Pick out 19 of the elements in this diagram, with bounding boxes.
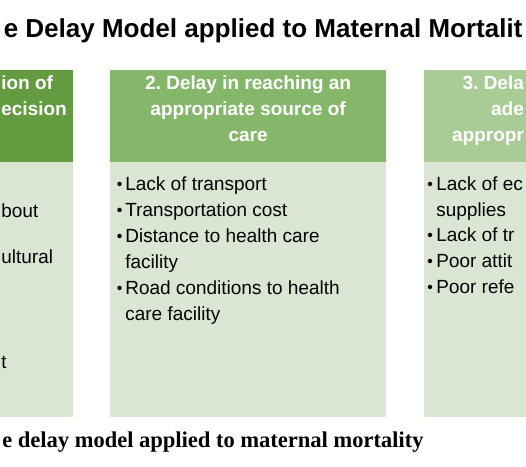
list-item: Lack of tr <box>438 227 514 242</box>
list-item: bout <box>2 203 38 218</box>
column-header: 3. Dela ade appropr <box>424 70 526 162</box>
list-item: Poor refe <box>438 279 514 294</box>
list-item: Transportation cost <box>126 202 287 220</box>
list-item: Poor attit <box>438 253 512 268</box>
list-panel <box>110 162 386 417</box>
column-header: 2. Delay in reaching an appropriate source of care <box>110 70 386 162</box>
caption: e delay model applied to maternal mortality <box>2 431 424 452</box>
title: e Delay Model applied to Maternal Mortalit <box>4 18 522 42</box>
list-item: Lack of ec supplies <box>436 176 522 220</box>
list-panel <box>0 162 73 417</box>
list-item: t <box>2 356 6 368</box>
list-item: Distance to health care facility <box>125 228 319 272</box>
list-panel <box>424 162 526 417</box>
list-item: Road conditions to health care facility <box>126 280 338 324</box>
column-header: ion of ecision <box>0 70 73 162</box>
list-item: Lack of transport <box>126 176 267 194</box>
list-item: ultural <box>2 249 52 264</box>
